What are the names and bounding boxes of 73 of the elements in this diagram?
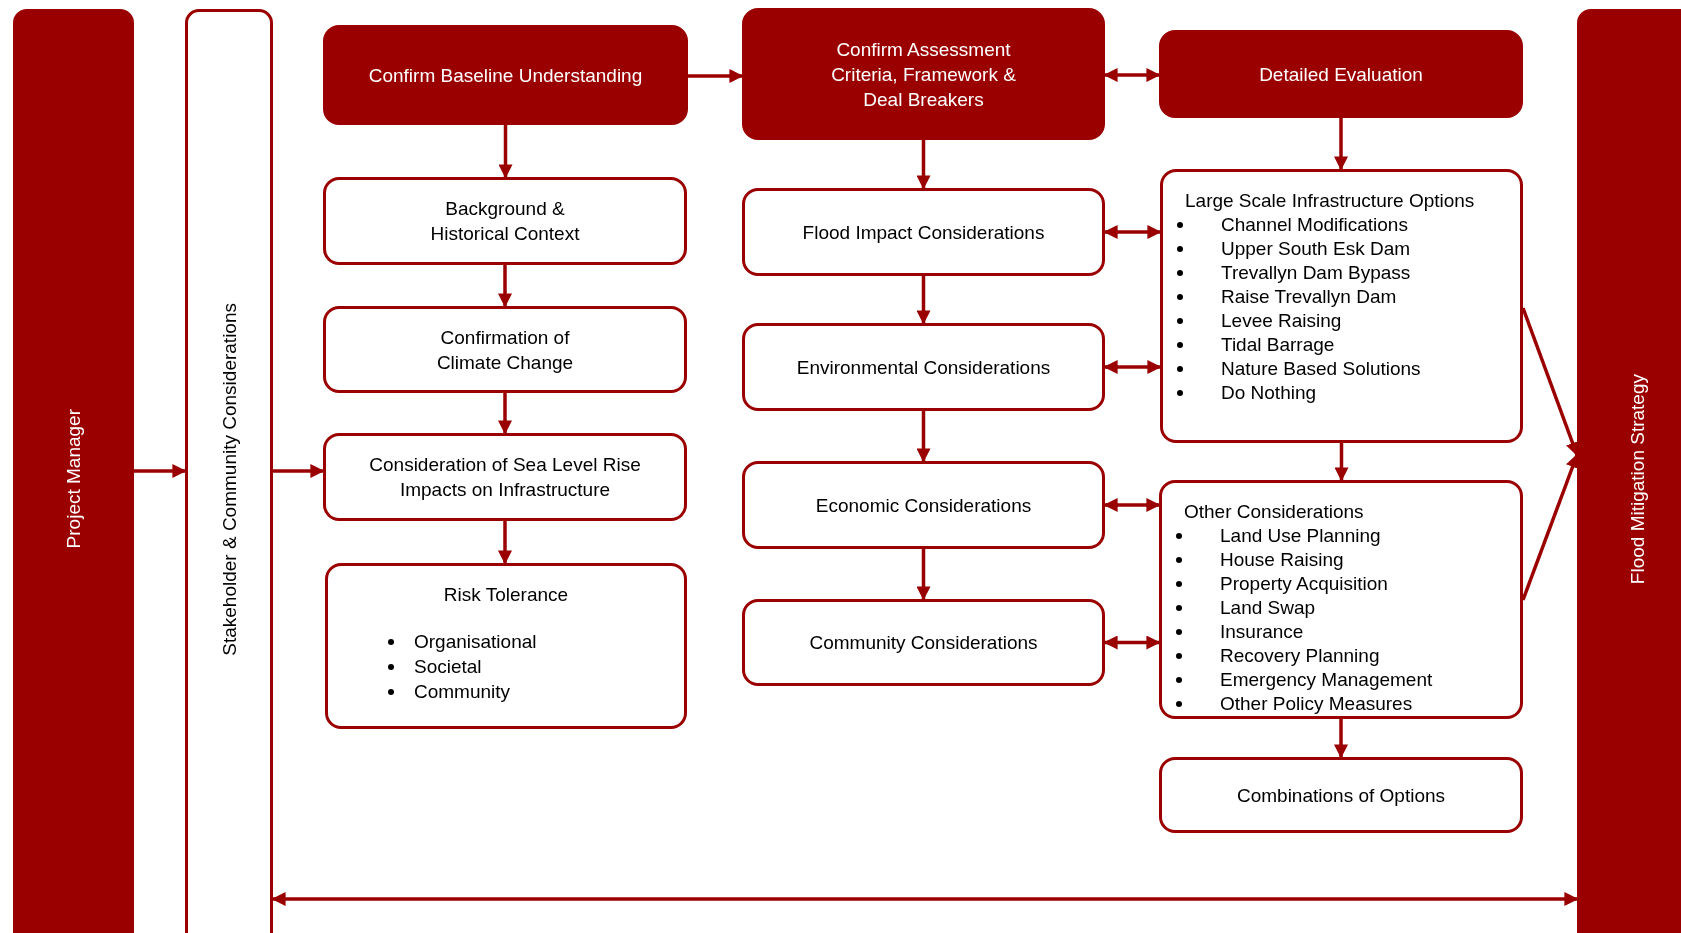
box-label: Confirm Assessment Criteria, Framework & Deal Breakers (830, 37, 1017, 112)
list-item: Trevallyn Dam Bypass (1221, 261, 1411, 285)
arrow (134, 464, 187, 478)
list-item: Emergency Management (1220, 668, 1433, 692)
process-box (325, 563, 687, 729)
arrow (1103, 225, 1162, 239)
arrow (688, 69, 744, 83)
stage-box (1159, 30, 1523, 118)
arrow (1103, 68, 1161, 82)
process-box (742, 461, 1105, 549)
arrow (498, 265, 512, 308)
list-item: Raise Trevallyn Dam (1221, 285, 1397, 309)
box-heading: Other Considerations (1184, 500, 1364, 524)
band-label: Project Manager (62, 409, 85, 549)
box-label: Combinations of Options (1236, 783, 1446, 808)
list-item: Community (414, 680, 511, 704)
list-item: Organisational (414, 630, 537, 654)
box-label: Environmental Considerations (796, 355, 1051, 380)
arrow (916, 140, 931, 190)
list-item: House Raising (1220, 548, 1344, 572)
arrow (916, 411, 931, 463)
band-label: Flood Mitigation Strategy (1625, 373, 1649, 585)
arrow (1334, 118, 1348, 171)
list-item: Other Policy Measures (1220, 692, 1413, 716)
options-box (1159, 480, 1523, 719)
list-item: Upper South Esk Dam (1221, 237, 1411, 261)
stage-box (323, 25, 688, 125)
arrow (916, 276, 931, 325)
arrow (1334, 443, 1349, 482)
arrow (498, 393, 512, 435)
process-box (742, 323, 1105, 411)
arrow (1103, 498, 1161, 512)
list-item: Do Nothing (1221, 381, 1317, 405)
process-box (323, 177, 687, 265)
options-box (1160, 169, 1523, 443)
box-label: Economic Considerations (815, 493, 1032, 518)
process-box (742, 188, 1105, 276)
side-band (1577, 9, 1681, 933)
side-band (185, 9, 273, 933)
process-box (1159, 757, 1523, 833)
list-item: Tidal Barrage (1221, 333, 1335, 357)
box-label: Detailed Evaluation (1259, 62, 1423, 87)
arrow (271, 892, 1579, 906)
box-label: Confirmation of Climate Change (435, 325, 575, 375)
arrow (1334, 719, 1348, 759)
list-item: Nature Based Solutions (1221, 357, 1421, 381)
list-item: Levee Raising (1221, 309, 1342, 333)
arrow (1103, 635, 1161, 650)
box-label: Background & Historical Context (429, 197, 581, 246)
arrow (916, 549, 931, 601)
box-label: Flood Impact Considerations (802, 220, 1045, 245)
box-heading: Large Scale Infrastructure Options (1185, 189, 1475, 213)
process-box (323, 433, 687, 521)
list-item: Societal (414, 655, 482, 679)
arrow (498, 125, 513, 179)
arrow (273, 464, 325, 478)
process-box (323, 306, 687, 393)
list-item: Recovery Planning (1220, 644, 1380, 668)
process-box (742, 599, 1105, 686)
arrow (498, 521, 512, 565)
box-label: Consideration of Sea Level Rise Impacts on Infrastructure (368, 453, 642, 502)
stage-box (742, 8, 1105, 140)
band-label: Stakeholder & Community Considerations (217, 302, 241, 656)
list-item: Insurance (1220, 620, 1304, 644)
list-item: Property Acquisition (1220, 572, 1388, 596)
box-heading: Risk Tolerance (443, 583, 569, 607)
side-band (13, 9, 134, 933)
list-item: Land Swap (1220, 596, 1316, 620)
list-item: Land Use Planning (1220, 524, 1381, 548)
box-label: Community Considerations (809, 631, 1038, 655)
list-item: Channel Modifications (1221, 213, 1408, 237)
arrow (1103, 360, 1162, 374)
box-label: Confirm Baseline Understanding (368, 63, 643, 88)
